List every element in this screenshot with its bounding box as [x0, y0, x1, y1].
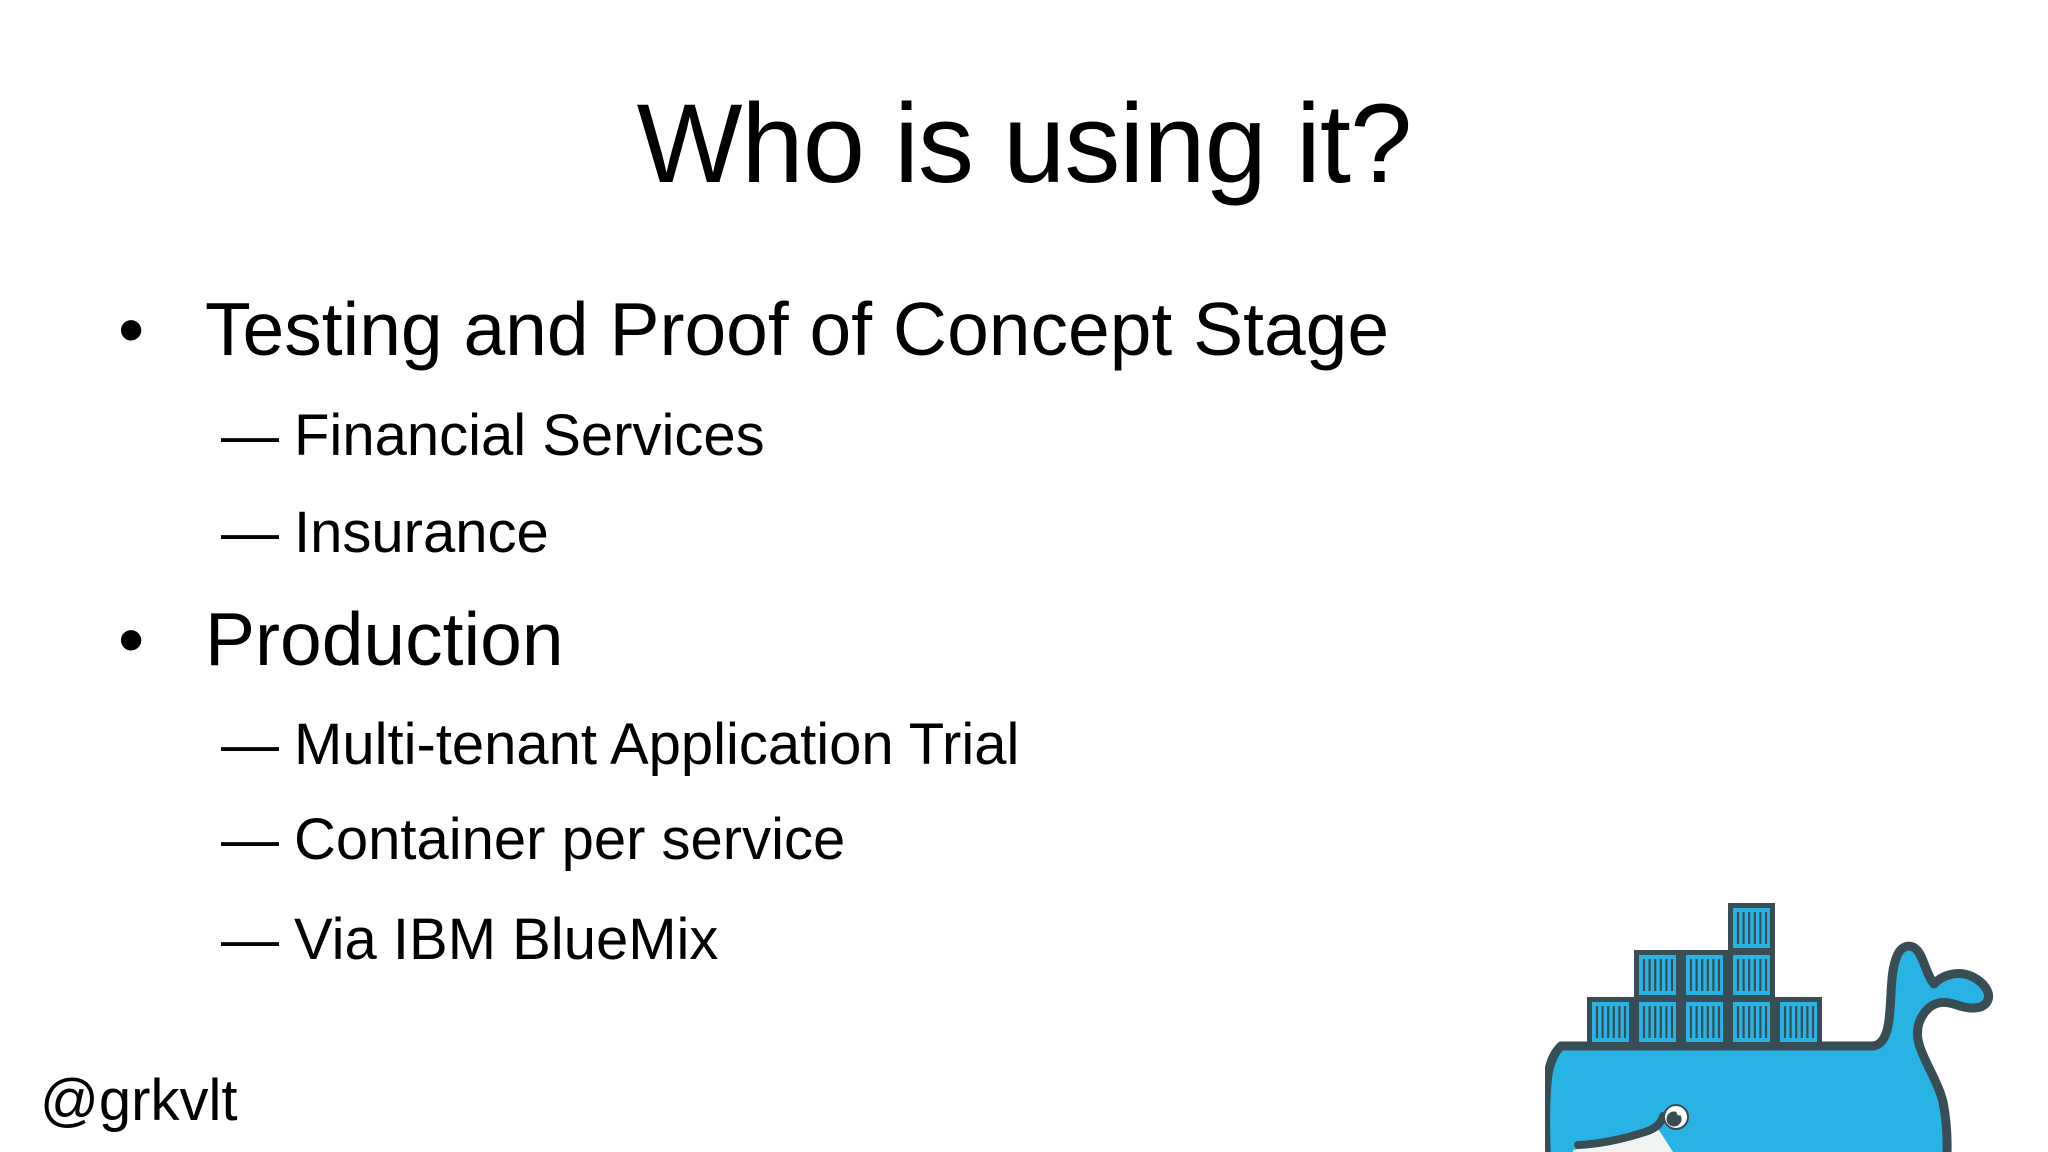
slide-title: Who is using it?: [636, 81, 1413, 206]
bullet-item: •Testing and Proof of Concept Stage: [0, 292, 1389, 367]
whale-body: [1545, 941, 1993, 1152]
twitter-handle: @grkvlt: [40, 1068, 238, 1133]
bullet-dot-marker: •: [118, 597, 145, 681]
sub-bullet-item: —Via IBM BlueMix: [0, 911, 718, 969]
sub-bullet-item: —Container per service: [0, 811, 845, 869]
sub-bullet-item: —Multi-tenant Application Trial: [0, 716, 1019, 774]
dash-marker: —: [221, 500, 279, 565]
bullet-text: Production: [205, 597, 564, 681]
bullet-item: •Production: [0, 602, 564, 677]
dash-marker: —: [221, 907, 279, 972]
sub-bullet-text: Multi-tenant Application Trial: [294, 712, 1020, 777]
bullet-dot-marker: •: [118, 287, 145, 371]
sub-bullet-text: Insurance: [294, 500, 549, 565]
whale-mouth: [1574, 1112, 1667, 1149]
sub-bullet-item: —Insurance: [0, 504, 549, 562]
sub-bullet-text: Financial Services: [294, 403, 765, 468]
dash-marker: —: [221, 403, 279, 468]
sub-bullet-text: Container per service: [294, 807, 846, 872]
container-stack: [1590, 906, 1820, 1045]
bullet-text: Testing and Proof of Concept Stage: [205, 287, 1390, 371]
docker-whale-logo: [1545, 902, 1993, 1152]
sub-bullet-text: Via IBM BlueMix: [294, 907, 719, 972]
whale-eye: [1663, 1104, 1689, 1130]
sub-bullet-item: —Financial Services: [0, 407, 765, 465]
dash-marker: —: [221, 712, 279, 777]
dash-marker: —: [221, 807, 279, 872]
